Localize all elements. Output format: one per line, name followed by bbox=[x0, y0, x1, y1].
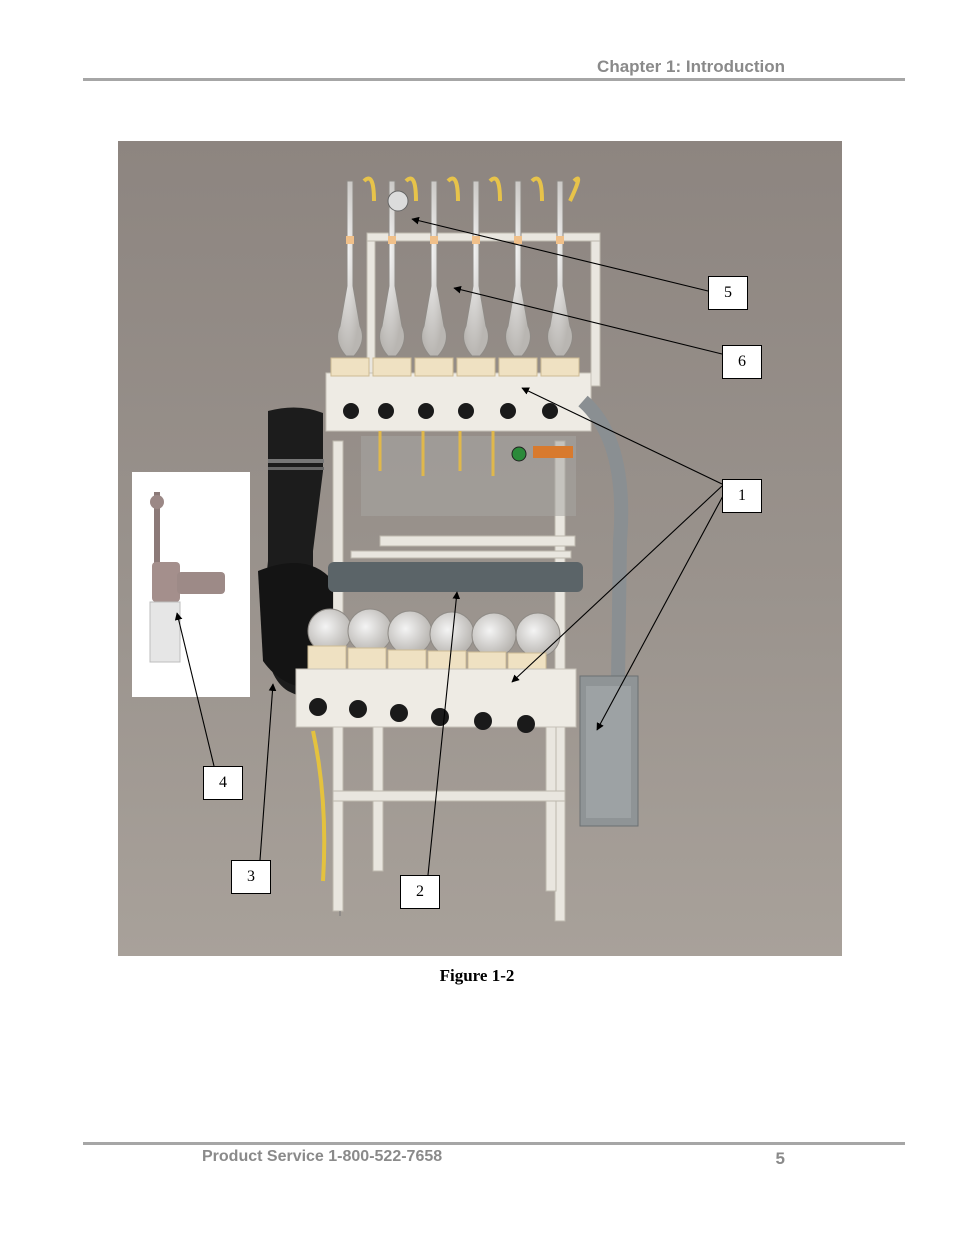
callout-6: 6 bbox=[722, 345, 762, 379]
callout-5: 5 bbox=[708, 276, 748, 310]
chapter-header: Chapter 1: Introduction bbox=[597, 57, 785, 76]
callout-2: 2 bbox=[400, 875, 440, 909]
callout-3: 3 bbox=[231, 860, 271, 894]
header-rule bbox=[83, 78, 905, 81]
inset-photo bbox=[132, 472, 250, 697]
footer-rule bbox=[83, 1142, 905, 1145]
page-number: 5 bbox=[775, 1149, 785, 1168]
figure-caption: Figure 1-2 bbox=[439, 966, 515, 985]
product-service-phone: Product Service 1-800-522-7658 bbox=[202, 1148, 443, 1165]
callout-4: 4 bbox=[203, 766, 243, 800]
callout-1: 1 bbox=[722, 479, 762, 513]
